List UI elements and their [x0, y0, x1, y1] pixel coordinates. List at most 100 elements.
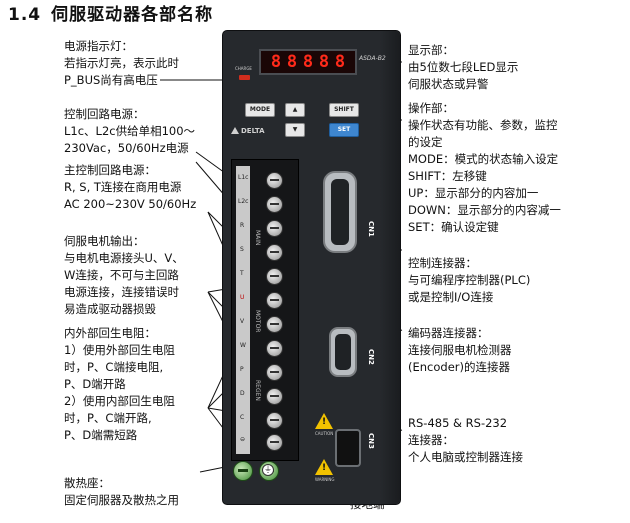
heatsink-screw-icon — [233, 461, 253, 481]
cn3-rs485-connector[interactable] — [335, 429, 361, 467]
label-line: W连接，不可与主回路 — [64, 268, 179, 282]
set-button[interactable]: SET — [329, 123, 359, 137]
label-line: P_BUS尚有高电压 — [64, 73, 158, 87]
caution-label: CAUTION — [315, 431, 334, 436]
label-line: 时，P、C端开路, — [64, 411, 152, 425]
terminal-screw-icon — [266, 388, 283, 405]
label-line: 操作部： — [408, 101, 454, 115]
label-line: 内外部回生电阻： — [64, 326, 156, 340]
label-rs485-connector: RS-485 & RS-232 连接器： 个人电脑或控制器连接 — [408, 415, 523, 466]
terminal-label: R — [240, 222, 245, 229]
label-line: 电源连接，连接错误时 — [64, 285, 179, 299]
terminal-screw-icon — [266, 412, 283, 429]
up-button[interactable]: ▲ — [285, 103, 305, 117]
label-line: 编码器连接器： — [408, 326, 489, 340]
label-line: 或是控制I/O连接 — [408, 290, 494, 304]
terminal-label: P — [240, 366, 244, 373]
label-line: 时，P、C端接电阻, — [64, 360, 164, 374]
label-line: AC 200~230V 50/60Hz — [64, 197, 197, 211]
label-line: 易造成驱动器损毁 — [64, 302, 156, 316]
label-line: 个人电脑或控制器连接 — [408, 450, 523, 464]
label-motor-output: 伺服电机输出： 与电机电源接头U、V、 W连接，不可与主回路 电源连接，连接错误… — [64, 233, 184, 318]
terminal-label: L1c — [238, 174, 249, 181]
label-main-power: 主控制回路电源： R, S, T连接在商用电源 AC 200~230V 50/6… — [64, 162, 196, 213]
label-line: 230Vac，50/60Hz电源 — [64, 141, 189, 155]
cn2-encoder-connector[interactable] — [329, 327, 357, 377]
label-line: 若指示灯亮，表示此时 — [64, 56, 179, 70]
terminal-label-strip — [236, 166, 250, 454]
terminal-screw-icon — [266, 364, 283, 381]
seven-segment-display: 8 8 8 8 8 — [259, 49, 357, 75]
delta-brand: DELTA — [241, 127, 265, 135]
terminal-screw-icon — [266, 172, 283, 189]
charge-label: CHARGE — [235, 66, 252, 71]
label-line: 与电机电源接头U、V、 — [64, 251, 184, 265]
label-line: P、D端开路 — [64, 377, 126, 391]
terminal-label: V — [240, 318, 245, 325]
label-line: 主控制回路电源： — [64, 163, 156, 177]
terminal-label: L2c — [238, 198, 249, 205]
delta-logo: DELTA — [231, 127, 265, 135]
label-line: 连接器： — [408, 433, 454, 447]
shift-button[interactable]: SHIFT — [329, 103, 359, 117]
label-display: 显示部： 由5位数七段LED显示 伺服状态或异警 — [408, 42, 518, 93]
label-line: 由5位数七段LED显示 — [408, 60, 519, 74]
side-mark: REGEN — [254, 380, 261, 401]
label-regen-resistor: 内外部回生电阻： 1）使用外部回生电阻 时，P、C端接电阻, P、D端开路 2）… — [64, 325, 175, 444]
label-line: DOWN：显示部分的内容减一 — [408, 203, 561, 217]
label-line: 与可编程序控制器(PLC) — [408, 273, 531, 287]
drive-side-shade — [380, 31, 400, 504]
terminal-label: U — [240, 294, 245, 301]
label-control-power: 控制回路电源： L1c、L2c供给单相100～ 230Vac，50/60Hz电源 — [64, 106, 195, 157]
terminal-screw-icon — [266, 434, 283, 451]
ground-icon: ⏚ — [262, 464, 274, 476]
terminal-screw-icon — [266, 340, 283, 357]
label-line: SHIFT：左移键 — [408, 169, 487, 183]
down-button[interactable]: ▼ — [285, 123, 305, 137]
display-digit: 8 — [334, 51, 346, 72]
terminal-screw-icon — [266, 244, 283, 261]
terminal-label: ⊖ — [240, 436, 246, 443]
label-line: L1c、L2c供给单相100～ — [64, 124, 196, 138]
terminal-block: L1c L2c R S T U V W P D C ⊖ MAIN MOTOR R… — [231, 159, 299, 461]
label-line: 固定伺服器及散热之用 — [64, 493, 179, 507]
terminal-screw-icon — [266, 292, 283, 309]
label-line: (Encoder)的连接器 — [408, 360, 510, 374]
cn1-socket — [331, 179, 349, 245]
label-control-connector: 控制连接器： 与可编程序控制器(PLC) 或是控制I/O连接 — [408, 255, 530, 306]
side-mark: MOTOR — [254, 310, 261, 333]
terminal-label: C — [240, 414, 245, 421]
caution-icon: ! — [315, 413, 333, 429]
model-logo: ASDA-B2 — [359, 55, 386, 62]
label-line: 的设定 — [408, 135, 443, 149]
charge-led-icon — [239, 75, 250, 80]
servo-drive: CHARGE 8 8 8 8 8 ASDA-B2 MODE ▲ SHIFT ▼ … — [222, 30, 401, 505]
label-line: 显示部： — [408, 43, 454, 57]
label-line: 2）使用内部回生电阻 — [64, 394, 175, 408]
label-line: 1）使用外部回生电阻 — [64, 343, 175, 357]
mode-button[interactable]: MODE — [245, 103, 275, 117]
section-number: 1.4 — [8, 5, 42, 25]
cn2-socket — [335, 334, 351, 370]
page-title: 1.4 伺服驱动器各部名称 — [8, 0, 213, 25]
label-line: RS-485 & RS-232 — [408, 416, 508, 430]
terminal-screw-icon — [266, 196, 283, 213]
label-line: UP：显示部分的内容加一 — [408, 186, 539, 200]
label-line: MODE：模式的状态输入设定 — [408, 152, 559, 166]
label-line: 伺服状态或异警 — [408, 77, 489, 91]
label-line: 连接伺服电机检测器 — [408, 343, 512, 357]
terminal-screw-icon — [266, 316, 283, 333]
cn1-control-connector[interactable] — [323, 171, 357, 253]
display-digit: 8 — [270, 51, 282, 72]
cn2-label: CN2 — [367, 349, 375, 365]
terminal-screw-icon — [266, 220, 283, 237]
label-line: 控制回路电源： — [64, 107, 145, 121]
label-operation: 操作部： 操作状态有功能、参数，监控 的设定 MODE：模式的状态输入设定 SH… — [408, 100, 561, 236]
label-power-led: 电源指示灯： 若指示灯亮，表示此时 P_BUS尚有高电压 — [64, 38, 179, 89]
label-encoder-connector: 编码器连接器： 连接伺服电机检测器 (Encoder)的连接器 — [408, 325, 512, 376]
side-mark: MAIN — [254, 230, 261, 246]
label-line: 操作状态有功能、参数，监控 — [408, 118, 558, 132]
label-heatsink: 散热座： 固定伺服器及散热之用 — [64, 475, 179, 509]
section-title: 伺服驱动器各部名称 — [51, 5, 214, 25]
label-line: 伺服电机输出： — [64, 234, 145, 248]
